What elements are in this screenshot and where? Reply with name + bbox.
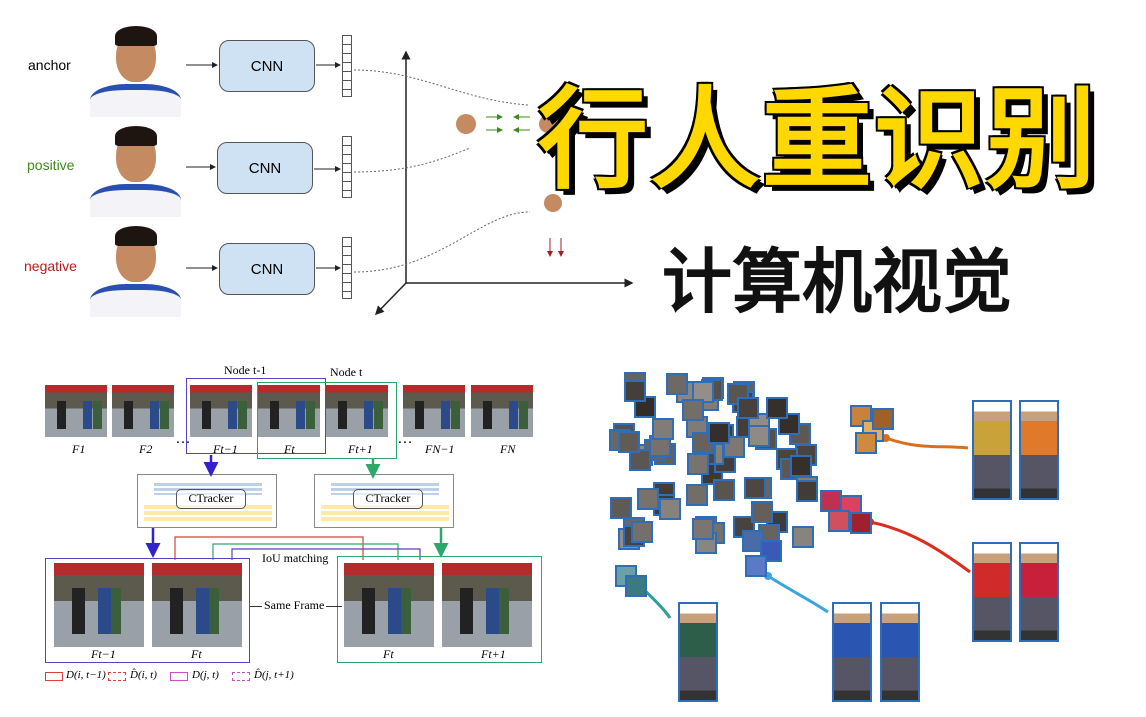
frame-label: Ft−1 bbox=[91, 647, 116, 661]
legend-item: D̂(i, t) bbox=[130, 669, 157, 681]
node-prev-box bbox=[186, 378, 326, 454]
image-patch bbox=[665, 373, 688, 395]
ctracker-block-left: CTracker bbox=[137, 474, 277, 528]
image-patch bbox=[750, 501, 773, 523]
triplet-arrows-and-axes bbox=[186, 50, 634, 316]
negative-face-image bbox=[88, 222, 183, 317]
frame-label: F2 bbox=[139, 442, 153, 456]
image-patch bbox=[609, 496, 632, 519]
frame-image bbox=[45, 385, 107, 437]
anchor-label: anchor bbox=[28, 57, 71, 73]
image-patch bbox=[623, 379, 646, 402]
embedding-vector bbox=[342, 35, 352, 97]
frame-image bbox=[190, 385, 252, 437]
cnn-block-anchor: CNN bbox=[219, 40, 315, 92]
frame-label: Ft bbox=[191, 647, 202, 661]
frame-label: F1 bbox=[72, 442, 86, 456]
frame-label: FN−1 bbox=[425, 442, 455, 456]
legend-item: D(i, t−1) bbox=[66, 669, 106, 681]
image-patch bbox=[828, 510, 850, 532]
image-patch bbox=[765, 396, 788, 419]
image-patch bbox=[686, 452, 709, 475]
legend-item: D(j, t) bbox=[192, 669, 219, 681]
output-box-right: Ft Ft+1 bbox=[337, 556, 542, 663]
image-patch bbox=[850, 512, 872, 534]
frame-image bbox=[471, 385, 533, 437]
output-box-left: Ft−1 Ft bbox=[45, 558, 250, 663]
image-patch bbox=[790, 455, 813, 478]
image-patch bbox=[659, 498, 682, 521]
image-patch bbox=[748, 425, 771, 448]
node-curr-box bbox=[257, 382, 397, 459]
positive-face-image bbox=[88, 122, 183, 217]
frame-image bbox=[258, 385, 320, 437]
image-patch bbox=[713, 478, 736, 501]
person-crop-image bbox=[678, 602, 718, 702]
frame-label: Ft+1 bbox=[481, 647, 506, 661]
ctracker-arrows bbox=[145, 455, 449, 560]
person-crop-image bbox=[1019, 542, 1059, 642]
person-crop-image bbox=[972, 542, 1012, 642]
frame-label: FN bbox=[500, 442, 516, 456]
node-prev-label: Node t-1 bbox=[224, 363, 267, 377]
cnn-block-positive: CNN bbox=[217, 142, 313, 194]
image-patch bbox=[736, 396, 759, 419]
ctracker-block-right: CTracker bbox=[314, 474, 454, 528]
iou-matching-label: IoU matching bbox=[262, 551, 329, 565]
frame-image bbox=[403, 385, 465, 437]
image-patch bbox=[630, 520, 653, 543]
node-curr-label: Node t bbox=[330, 365, 363, 379]
person-crop-image bbox=[972, 400, 1012, 500]
ctracker-label: CTracker bbox=[353, 489, 423, 509]
image-patch bbox=[745, 555, 767, 577]
image-patch bbox=[872, 408, 894, 430]
image-patch bbox=[681, 399, 704, 422]
image-patch bbox=[651, 418, 674, 441]
image-patch bbox=[855, 432, 877, 454]
frame-image bbox=[326, 385, 388, 437]
image-patch bbox=[708, 421, 731, 444]
ellipsis: … bbox=[175, 430, 191, 447]
frame-label: Ft+1 bbox=[348, 442, 373, 456]
image-patch bbox=[692, 518, 715, 540]
frame-label: Ft bbox=[284, 442, 295, 456]
main-title: 行人重识别 bbox=[538, 76, 1098, 204]
image-patch bbox=[637, 488, 660, 511]
frame-label: Ft−1 bbox=[213, 442, 238, 456]
ctracker-label: CTracker bbox=[176, 489, 246, 509]
person-crop-image bbox=[1019, 400, 1059, 500]
person-crop-image bbox=[832, 602, 872, 702]
subtitle: 计算机视觉 bbox=[662, 241, 1012, 323]
frame-label: Ft bbox=[383, 647, 394, 661]
ellipsis: … bbox=[397, 430, 413, 447]
anchor-face-image bbox=[88, 22, 183, 117]
same-frame-label: Same Frame bbox=[262, 598, 327, 613]
frame-image bbox=[112, 385, 174, 437]
image-patch bbox=[820, 490, 842, 512]
negative-label: negative bbox=[24, 258, 77, 274]
cnn-block-negative: CNN bbox=[219, 243, 315, 295]
image-patch bbox=[796, 480, 819, 502]
image-patch bbox=[686, 483, 709, 506]
image-patch bbox=[744, 476, 767, 499]
image-patch bbox=[625, 575, 647, 597]
positive-label: positive bbox=[27, 157, 75, 173]
image-patch bbox=[617, 430, 640, 453]
image-patch bbox=[791, 525, 814, 548]
embedding-vector bbox=[342, 237, 352, 299]
embedding-vector bbox=[342, 136, 352, 198]
legend-item: D̂(j, t+1) bbox=[254, 669, 294, 681]
person-crop-image bbox=[880, 602, 920, 702]
